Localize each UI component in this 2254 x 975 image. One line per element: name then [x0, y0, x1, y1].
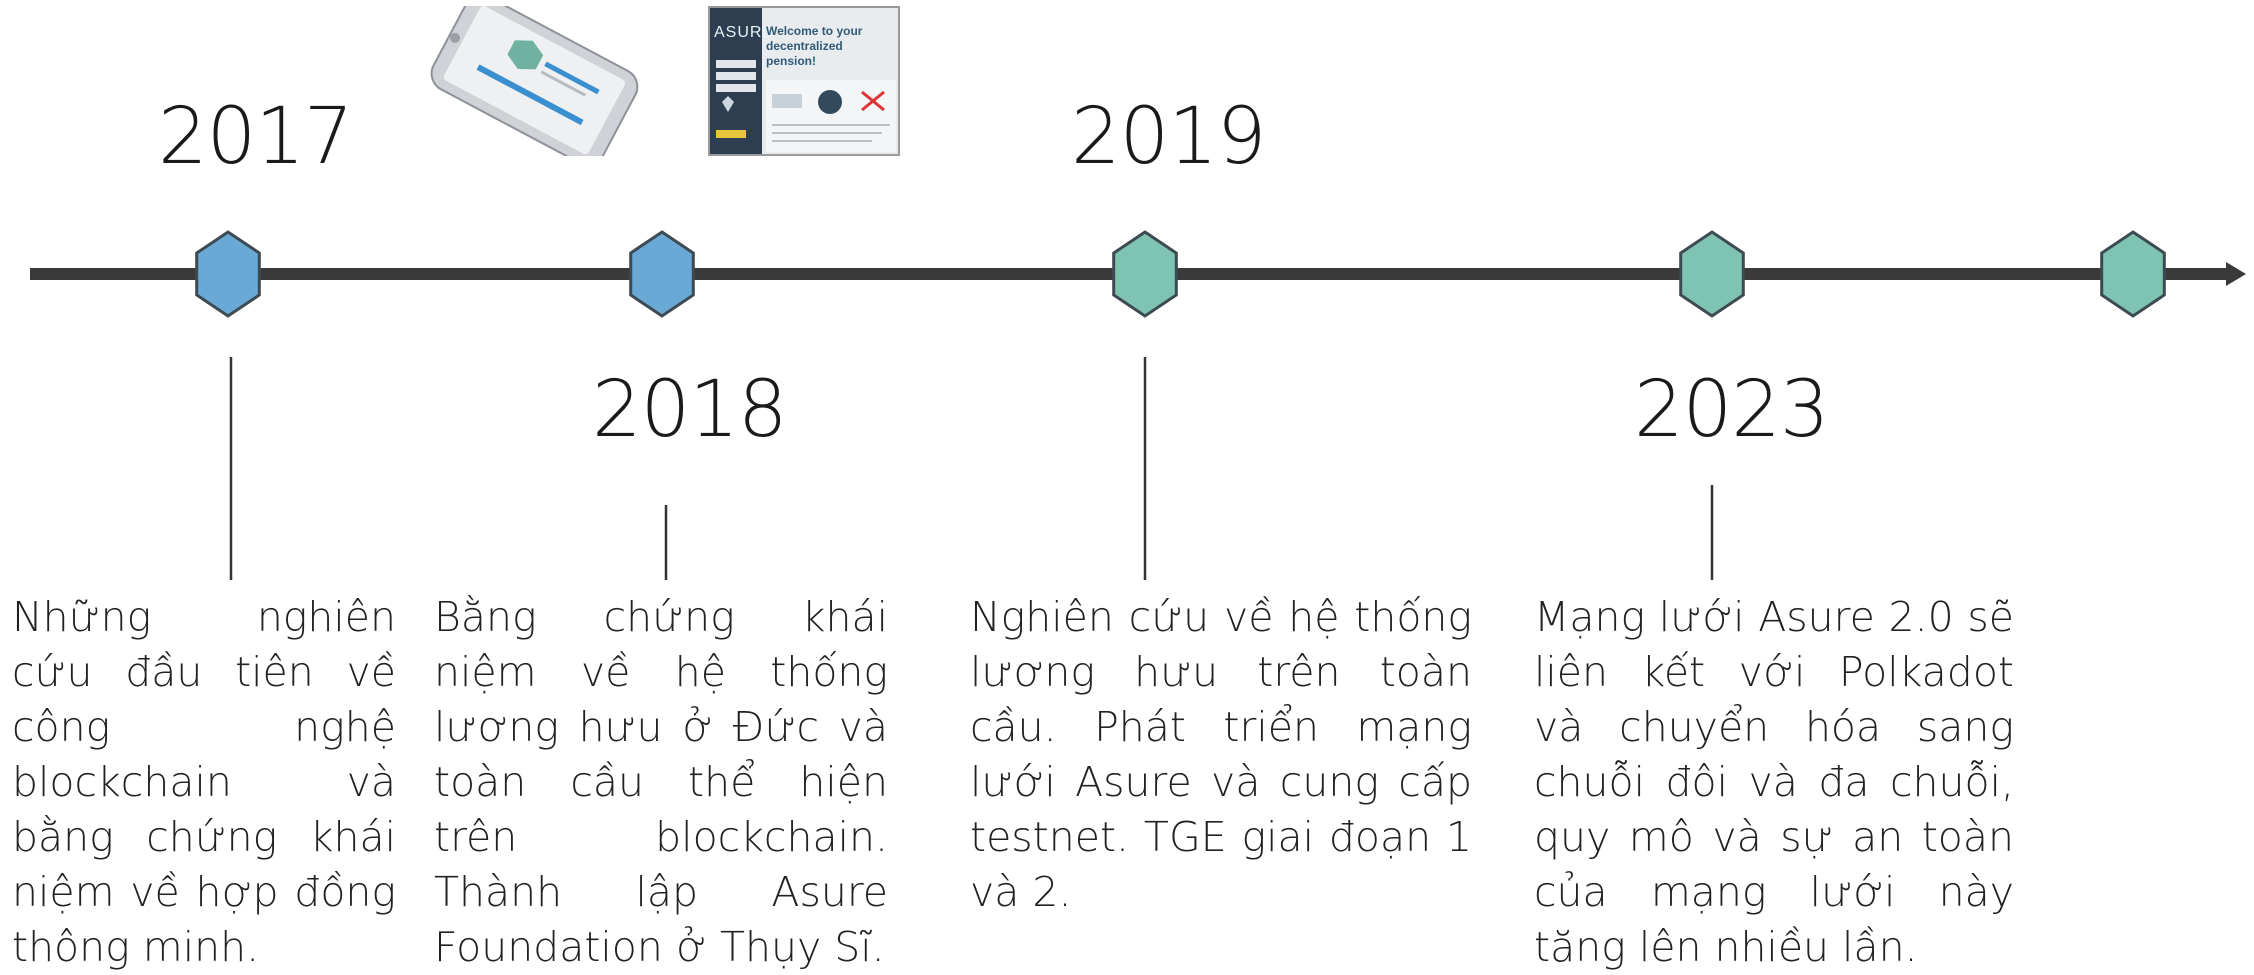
year-2023: 2023: [1634, 365, 1830, 455]
node-2019-hexagon: [1112, 230, 1178, 318]
phone-mockup-image: [430, 6, 639, 156]
node-2023-hexagon: [1679, 230, 1745, 318]
year-2018: 2018: [592, 365, 788, 455]
year-2019: 2019: [1071, 92, 1267, 182]
milestone-2019-description: Nghiên cứu về hệ thống lương hưu trên to…: [970, 593, 1472, 916]
milestone-2018-description: Bằng chứng khái niệm về hệ thống lương h…: [434, 593, 888, 971]
node-future-hexagon: [2100, 230, 2166, 318]
timeline-arrow-head: [2226, 262, 2246, 286]
screenshot-login-form: [716, 60, 756, 138]
screenshot-sidebar: [710, 8, 762, 154]
screenshot-illustrations: [766, 80, 896, 152]
timeline-tail: [30, 268, 44, 280]
app-screenshot-image: ASURE Welcome to your decentralized pens…: [708, 6, 900, 156]
year-2017: 2017: [158, 92, 354, 182]
timeline-diagram: [30, 230, 2246, 580]
screenshot-logo: ASURE: [714, 24, 775, 41]
screenshot-title: Welcome to your decentralized pension!: [766, 24, 863, 68]
milestone-2023-description: Mạng lưới Asure 2.0 sẽ liên kết với Polk…: [1534, 593, 2014, 971]
node-2018-hexagon: [629, 230, 695, 318]
milestone-2017-description: Những nghiên cứu đầu tiên về công nghệ b…: [12, 593, 396, 971]
node-2017-hexagon: [195, 230, 261, 318]
